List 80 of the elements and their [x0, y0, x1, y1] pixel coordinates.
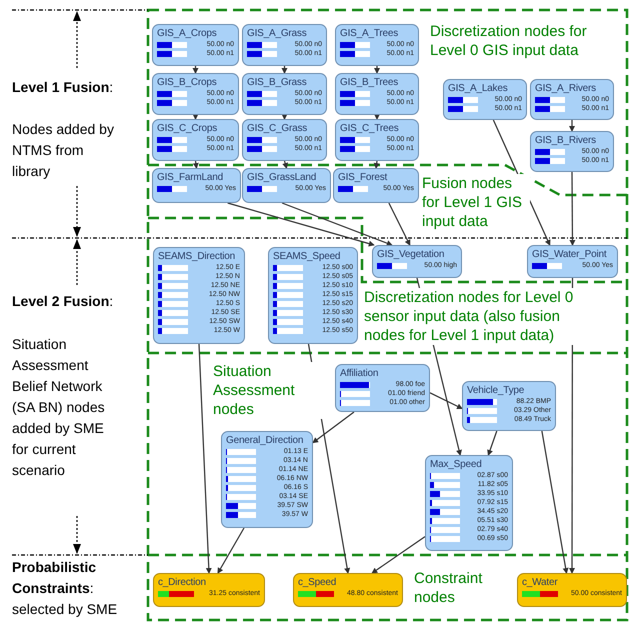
node-title: GIS_A_Lakes [448, 82, 509, 95]
belief-node [152, 24, 239, 66]
arrow [430, 392, 463, 410]
belief-node [153, 247, 245, 344]
node-title: GIS_Vegetation [377, 248, 446, 261]
node-title: GIS_A_Crops [157, 27, 218, 40]
node-title: SEAMS_Speed [273, 250, 342, 263]
belief-node [462, 381, 556, 431]
arrow [227, 202, 375, 246]
node-title: GIS_Forest [338, 171, 388, 184]
level-description: Level 2 Fusion: [12, 292, 114, 311]
node-title: GIS_B_Grass [247, 76, 308, 89]
belief-node [372, 245, 462, 278]
node-title: Max_Speed [430, 458, 483, 471]
belief-node [425, 455, 513, 551]
arrow [569, 172, 576, 246]
belief-node [443, 79, 527, 120]
node-title: GIS_A_Trees [340, 27, 400, 40]
node-title: GIS_C_Trees [340, 122, 400, 135]
arrow [371, 536, 426, 574]
constraint-node [517, 573, 627, 607]
belief-node [527, 245, 618, 278]
belief-node [242, 168, 331, 203]
belief-node [152, 73, 239, 115]
belief-node [530, 131, 614, 172]
belief-node [242, 119, 327, 161]
arrow [541, 430, 569, 574]
node-title: GIS_A_Grass [247, 27, 308, 40]
constraint-node [153, 573, 265, 607]
belief-node [530, 79, 614, 120]
arrow [282, 66, 288, 74]
node-title: GIS_A_Rivers [535, 82, 597, 95]
belief-node [335, 364, 430, 412]
node-title: Vehicle_Type [467, 384, 526, 397]
belief-node [152, 168, 241, 203]
arrow [388, 202, 410, 246]
belief-node [268, 247, 358, 344]
arrow [192, 66, 198, 74]
arrow [192, 114, 198, 120]
arrow [282, 160, 288, 169]
belief-node [333, 168, 419, 203]
level-description: Probabilistic Constraints: selected by SME [12, 558, 118, 619]
level-description: Nodes added by NTMS from library [12, 120, 115, 181]
arrow [374, 114, 380, 120]
arrow [569, 120, 575, 132]
belief-node [335, 119, 419, 161]
level-description: Situation Assessment Belief Network (SA BN) nodes added by SME for current scenario [12, 335, 106, 480]
node-title: SEAMS_Direction [158, 250, 236, 263]
region-label: Fusion nodes for Level 1 GIS input data [422, 174, 530, 231]
node-title: GIS_C_Grass [247, 122, 308, 135]
arrow [217, 528, 245, 574]
node-title: Affiliation [340, 367, 380, 380]
arrow [282, 114, 288, 120]
arrow [282, 202, 393, 246]
node-title: GIS_B_Rivers [535, 134, 597, 147]
belief-node [221, 431, 313, 528]
arrow [192, 160, 199, 169]
belief-node [335, 73, 419, 115]
node-title: GIS_Water_Point [532, 248, 608, 261]
belief-node [242, 73, 327, 115]
level-description: Level 1 Fusion: [12, 78, 114, 97]
node-title: c_Speed [298, 576, 338, 589]
node-title: GIS_C_Crops [157, 122, 218, 135]
node-title: GIS_FarmLand [157, 171, 224, 184]
belief-node [335, 24, 419, 66]
belief-node [152, 119, 239, 161]
arrow [374, 66, 380, 74]
arrow [198, 344, 212, 574]
node-title: GIS_GrassLand [247, 171, 318, 184]
constraint-node [293, 573, 403, 607]
belief-node [242, 24, 327, 66]
arrow [312, 412, 354, 444]
node-title: c_Direction [158, 576, 207, 589]
region-label: Situation Assessment nodes [213, 362, 323, 419]
arrow [487, 430, 498, 456]
node-title: General_Direction [226, 434, 304, 447]
arrow [374, 160, 380, 169]
node-title: GIS_B_Crops [157, 76, 218, 89]
node-title: GIS_B_Trees [340, 76, 400, 89]
node-title: c_Water [522, 576, 558, 589]
